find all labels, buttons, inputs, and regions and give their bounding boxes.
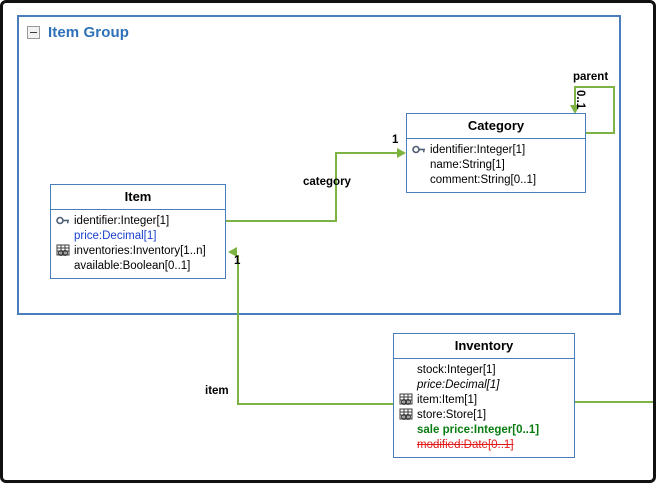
attribute-text: identifier:Integer[1] — [74, 214, 170, 227]
class-name-category: Category — [407, 114, 585, 139]
assoc-inventory-store-line — [575, 401, 653, 403]
attribute-row: name:String[1] — [412, 157, 580, 172]
attribute-row: inventories:Inventory[1..n] — [56, 243, 220, 258]
relation-icon — [399, 408, 413, 421]
attribute-row: price:Decimal[1] — [399, 377, 569, 392]
class-name-inventory: Inventory — [394, 334, 574, 359]
page-title: Item Group — [48, 24, 130, 41]
assoc-inventory-item-seg2 — [237, 255, 239, 405]
key-icon — [412, 143, 426, 156]
assoc-parent-seg1 — [585, 132, 615, 134]
assoc-item-category-arrowhead — [397, 148, 406, 158]
attribute-row: modified:Date[0..1] — [399, 437, 569, 452]
attribute-row: item:Item[1] — [399, 392, 569, 407]
attribute-text: available:Boolean[0..1] — [74, 259, 191, 272]
assoc-mult-category: 1 — [392, 134, 399, 146]
assoc-label-parent: parent — [573, 71, 609, 83]
attribute-text: comment:String[0..1] — [430, 173, 537, 186]
attribute-text: sale price:Integer[0..1] — [417, 423, 540, 436]
relation-icon — [399, 393, 413, 406]
item-group-header: Item Group — [27, 24, 129, 41]
attribute-text: price:Decimal[1] — [74, 229, 157, 242]
attribute-row: comment:String[0..1] — [412, 172, 580, 187]
assoc-parent-seg2 — [613, 86, 615, 134]
attribute-row: available:Boolean[0..1] — [56, 258, 220, 273]
assoc-item-category-seg1 — [225, 220, 337, 222]
attribute-list-inventory: stock:Integer[1] price:Decimal[1] — [394, 359, 574, 457]
attribute-text: identifier:Integer[1] — [430, 143, 526, 156]
item-group-frame — [17, 15, 621, 315]
class-name-item: Item — [51, 185, 225, 210]
attribute-text: name:String[1] — [430, 158, 505, 171]
assoc-inventory-item-seg1 — [237, 403, 393, 405]
assoc-parent-seg3 — [574, 86, 615, 88]
attribute-list-item: identifier:Integer[1] price:Decimal[1] — [51, 210, 225, 278]
attribute-text: store:Store[1] — [417, 408, 487, 421]
attribute-row: sale price:Integer[0..1] — [399, 422, 569, 437]
class-box-inventory[interactable]: Inventory stock:Integer[1] price:Decimal… — [393, 333, 575, 458]
class-box-item[interactable]: Item identifier:Integer[1] price:Decimal… — [50, 184, 226, 279]
class-box-category[interactable]: Category identifier:Integer[1] name:Stri… — [406, 113, 586, 193]
assoc-item-category-seg2 — [335, 152, 337, 222]
assoc-inventory-item-arrowhead — [228, 247, 237, 257]
attribute-text: price:Decimal[1] — [417, 378, 500, 391]
minus-box-icon[interactable] — [27, 26, 40, 39]
attribute-text: stock:Integer[1] — [417, 363, 496, 376]
attribute-row: stock:Integer[1] — [399, 362, 569, 377]
attribute-text: inventories:Inventory[1..n] — [74, 244, 206, 257]
attribute-row: identifier:Integer[1] — [412, 142, 580, 157]
attribute-row: price:Decimal[1] — [56, 228, 220, 243]
relation-icon — [56, 244, 70, 257]
assoc-parent-seg4 — [574, 86, 576, 107]
attribute-list-category: identifier:Integer[1] name:String[1] com… — [407, 139, 585, 192]
attribute-row: store:Store[1] — [399, 407, 569, 422]
attribute-text: modified:Date[0..1] — [417, 438, 514, 451]
assoc-mult-item: 1 — [234, 255, 241, 267]
assoc-label-item: item — [205, 385, 229, 397]
assoc-item-category-seg3 — [335, 152, 398, 154]
assoc-parent-arrowhead — [570, 105, 580, 114]
attribute-text: item:Item[1] — [417, 393, 478, 406]
assoc-mult-parent: 0..1 — [574, 90, 586, 110]
assoc-label-category: category — [303, 176, 351, 188]
key-icon — [56, 214, 70, 227]
attribute-row: identifier:Integer[1] — [56, 213, 220, 228]
